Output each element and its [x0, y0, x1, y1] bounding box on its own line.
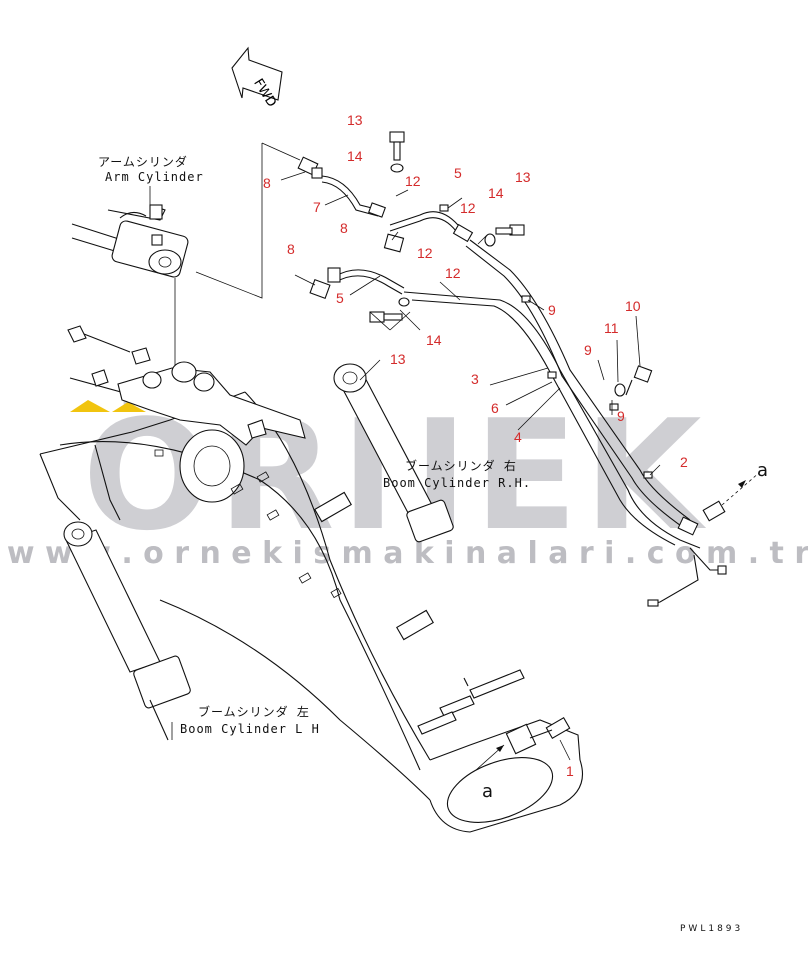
callout-8: 8 — [340, 220, 348, 236]
callout-3: 3 — [471, 371, 479, 387]
boom-fittings — [314, 491, 571, 771]
connector-a-top: a — [757, 460, 768, 481]
callout-8: 8 — [263, 175, 271, 191]
callout-8: 8 — [287, 241, 295, 257]
pipes — [297, 131, 761, 607]
callout-9: 9 — [584, 342, 592, 358]
boom — [39, 325, 584, 833]
callout-12: 12 — [460, 200, 476, 216]
callout-5: 5 — [336, 290, 344, 306]
callout-7: 7 — [313, 199, 321, 215]
watermark-url: w w w . o r n e k i s m a k i n a l a r … — [7, 536, 808, 571]
arm-cylinder-jp-label: アームシリンダ — [98, 154, 188, 169]
callout-11: 11 — [604, 320, 619, 336]
callout-14: 14 — [426, 332, 442, 348]
callout-10: 10 — [625, 298, 641, 314]
boom-cylinder-lh — [63, 521, 191, 741]
watermark-accent-2 — [112, 402, 146, 412]
fwd-arrow: FWD — [231, 46, 283, 110]
leader-lines — [280, 171, 661, 761]
boom-rh-en-label: Boom Cylinder R.H. — [383, 476, 531, 490]
drawing-code: PWL1893 — [680, 924, 743, 934]
callout-13: 13 — [390, 351, 406, 367]
arm-cylinder — [71, 204, 189, 278]
boom-lh-en-label: Boom Cylinder L H — [180, 722, 320, 736]
boom-cylinder-rh — [333, 363, 454, 543]
connector-a-bottom: a — [482, 781, 493, 802]
boom-rh-jp-label: ブームシリンダ 右 — [405, 458, 517, 473]
leader-arm-port — [195, 143, 263, 299]
callout-6: 6 — [491, 400, 499, 416]
callout-4: 4 — [514, 429, 522, 445]
callout-2: 2 — [680, 454, 688, 470]
callout-13: 13 — [347, 112, 363, 128]
callout-14: 14 — [347, 148, 363, 164]
callouts: 13 14 8 12 5 12 14 13 7 8 12 12 8 5 9 13… — [263, 112, 688, 779]
watermark-accent — [70, 400, 110, 412]
callout-1: 1 — [566, 763, 574, 779]
callout-13: 13 — [515, 169, 531, 185]
callout-12: 12 — [417, 245, 433, 261]
callout-12: 12 — [405, 173, 421, 189]
callout-12: 12 — [445, 265, 461, 281]
callout-9: 9 — [617, 408, 625, 424]
boom-lh-jp-label: ブームシリンダ 左 — [198, 704, 310, 719]
arm-cylinder-en-label: Arm Cylinder — [105, 170, 204, 184]
callout-9: 9 — [548, 302, 556, 318]
callout-14: 14 — [488, 185, 504, 201]
callout-5: 5 — [454, 165, 462, 181]
